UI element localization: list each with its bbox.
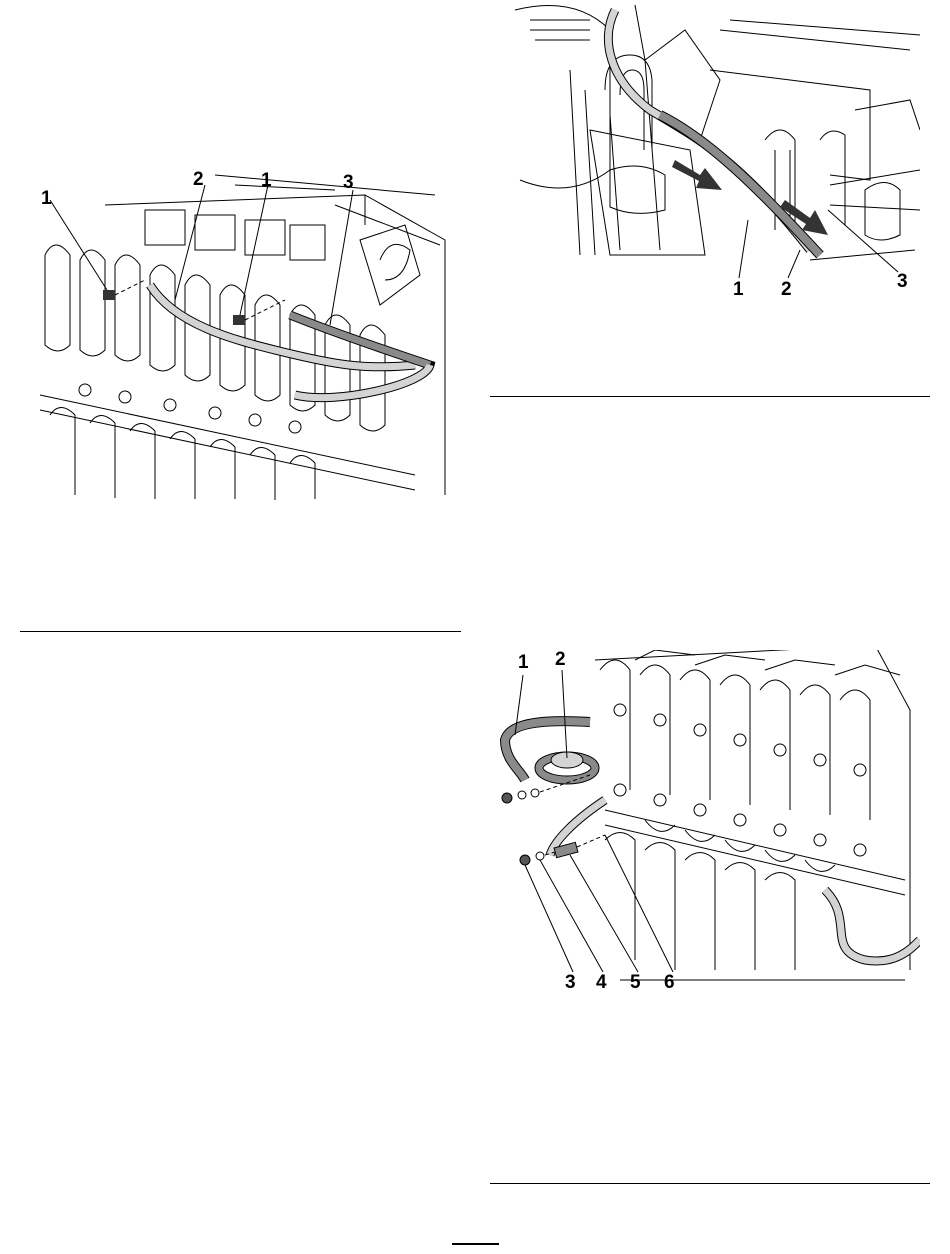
arrow-icon — [672, 160, 722, 190]
callout-label: 3 — [343, 173, 354, 192]
callout-label: 1 — [41, 189, 52, 208]
figure-cable-routing-left: 1 2 1 3 — [35, 165, 455, 500]
callout-label: 3 — [565, 973, 576, 990]
section-divider — [20, 631, 461, 632]
callout-label: 1 — [261, 171, 272, 190]
illustration-battery-tray-left — [35, 165, 455, 500]
figure-cable-connection-bottom: 1 2 3 4 5 6 — [495, 650, 920, 990]
bolt-icon — [103, 280, 145, 300]
section-divider — [490, 1183, 930, 1184]
callout-label: 2 — [193, 170, 204, 189]
illustration-bracket-removal — [510, 0, 920, 300]
callout-label: 2 — [781, 280, 792, 299]
callout-label: 3 — [897, 272, 908, 291]
callout-label: 4 — [596, 973, 607, 990]
callout-label: 6 — [664, 973, 675, 990]
illustration-terminal-connection — [495, 650, 920, 990]
callout-label: 5 — [630, 973, 641, 990]
section-divider — [490, 396, 930, 397]
callout-label: 1 — [733, 280, 744, 299]
page-number-mark — [452, 1243, 499, 1245]
callout-label: 1 — [518, 653, 529, 672]
callout-label: 2 — [555, 650, 566, 669]
figure-cable-removal-top: 1 2 3 — [510, 0, 920, 300]
